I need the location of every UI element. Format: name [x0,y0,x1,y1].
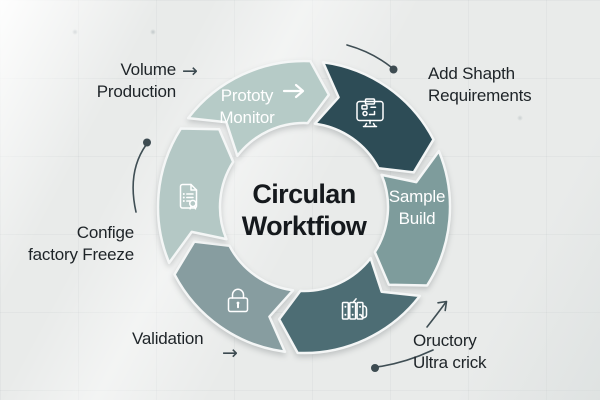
callout-oructory-line1: Oructory [413,331,477,350]
arrow-right-icon: → [222,342,238,364]
arrow-up-right-head [437,300,448,312]
segment-label-build: Build [398,208,436,228]
segments-layer [156,59,452,355]
segment-add-shapth-requirements [313,61,435,174]
arrow-right-icon [282,83,305,99]
segment-confige-factory-freeze [156,127,235,265]
decor-lines [132,44,448,368]
segment-label-prototy: Prototy [220,86,274,105]
segment-label-sample-build: Sample Build [357,186,477,230]
padlock-icon [227,288,249,313]
curve-bottom [376,349,434,368]
callout-validation-line1: Validation [132,329,204,348]
segment-label-sample: Sample [388,187,446,206]
arrow-right-icon: → [182,60,198,82]
decor-dots [143,65,398,372]
diagram-title-line2: Worktfiow [241,211,367,242]
dot-left [143,138,151,147]
monitor-code-icon [356,98,384,128]
callout-confige-factory-freeze: Confige factory Freeze [28,222,134,266]
segment-label-monitor: Monitor [219,107,275,127]
segment-label-prototy-monitor: Prototy Monitor [187,85,307,129]
segment-sample-build [373,149,452,287]
callout-add-shapth-requirements: Add Shapth Requirements [428,63,532,107]
callout-volume-production: Volume Production [97,59,176,103]
arrow-up-right-icon [426,301,447,328]
segment-validation [173,240,295,353]
books-icon [341,298,368,320]
curve-top-right [346,44,392,68]
diagram-title-line1: Circulan [252,179,356,209]
dot-top-right [389,65,398,74]
callout-oructory-line2: Ultra crick [413,352,487,372]
callout-add-shapth-line2: Requirements [428,85,532,105]
diagram-title: Circulan Worktfiow [198,178,410,243]
document-checklist-icon [179,183,198,210]
callout-add-shapth-line1: Add Shapth [428,64,515,83]
callout-confige-line2: factory Freeze [28,244,134,264]
callout-volume-line1: Volume [120,60,176,79]
segment-prototy-monitor [186,59,331,158]
dot-bottom [371,364,379,372]
callout-validation: Validation [132,328,204,350]
callout-oructory-ultra-crick: Oructory Ultra crick [413,330,487,374]
callout-confige-line1: Confige [76,223,134,242]
curve-left [132,144,147,213]
callout-volume-line2: Production [96,81,176,101]
